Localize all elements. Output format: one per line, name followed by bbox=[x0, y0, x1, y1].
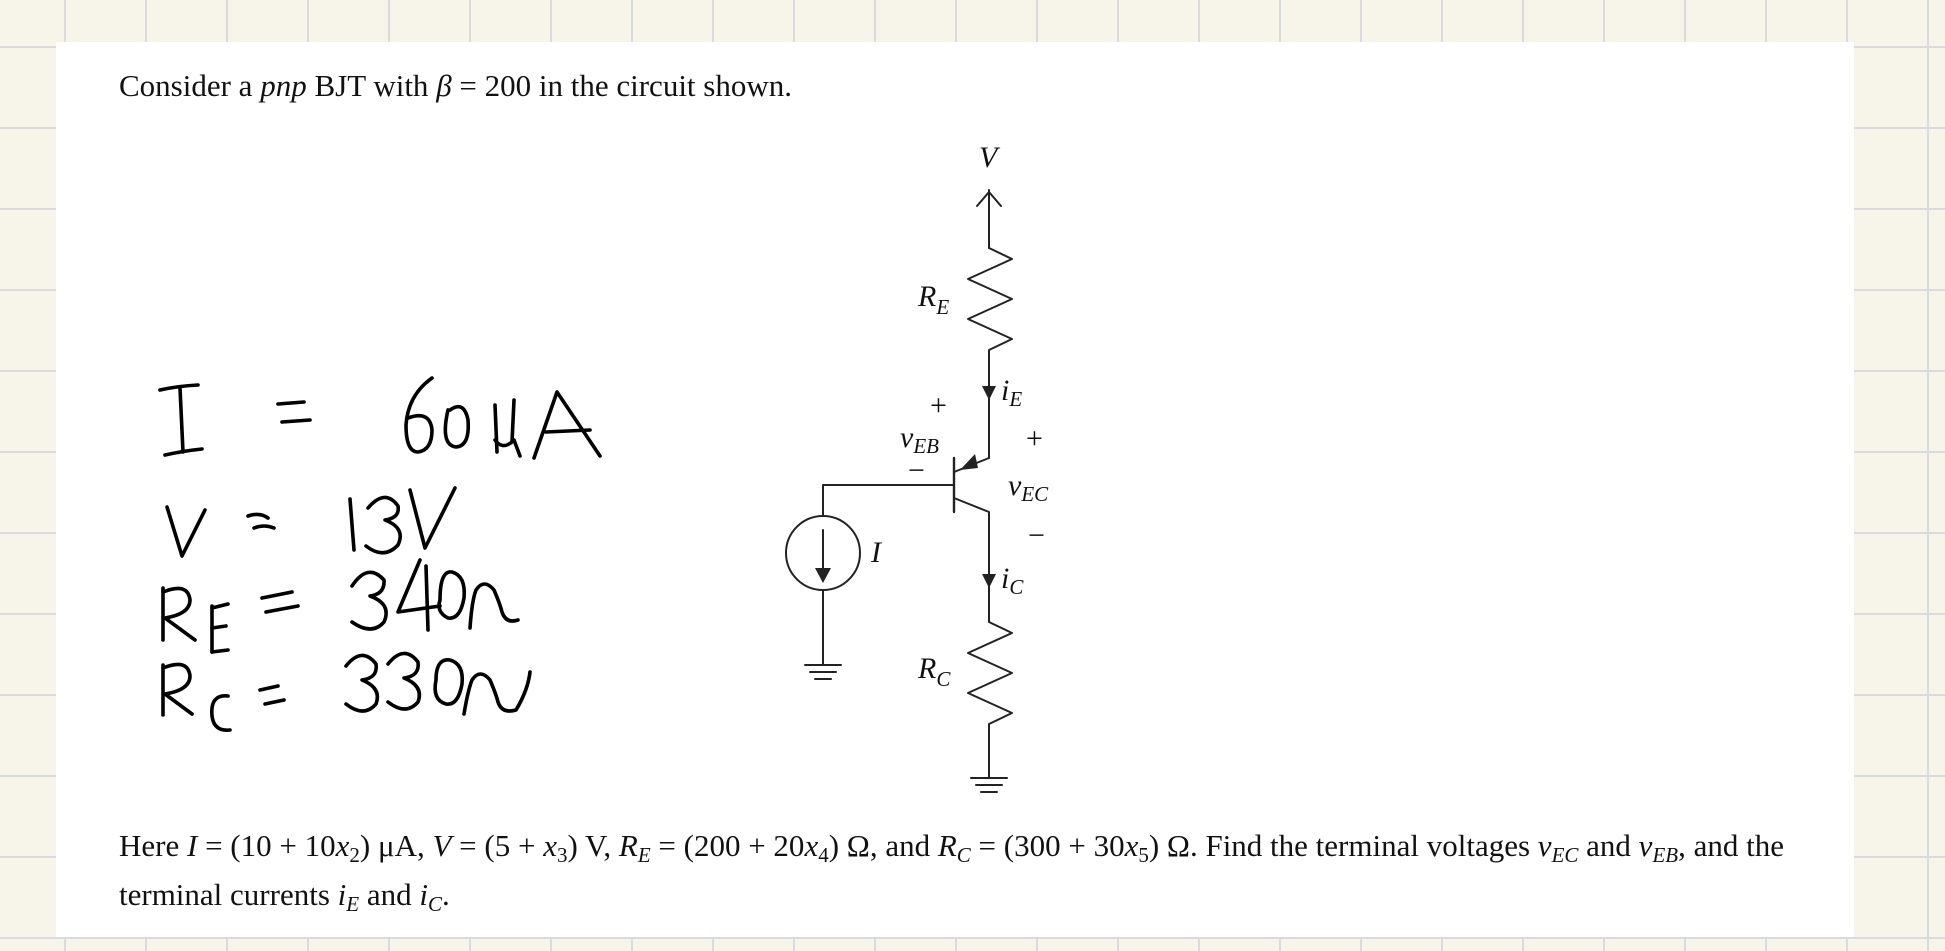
handwritten-note-rc bbox=[161, 651, 532, 733]
veb-label: vEB bbox=[900, 421, 939, 458]
var-V: V bbox=[432, 828, 452, 863]
intro-sentence: Consider a pnp BJT with β = 200 in the c… bbox=[119, 68, 792, 104]
pnp-term: pnp bbox=[260, 68, 307, 103]
ground-symbol bbox=[804, 664, 842, 680]
var-I: I bbox=[186, 828, 198, 863]
re-label: RE bbox=[917, 280, 949, 319]
vec-minus: − bbox=[1028, 519, 1045, 552]
beta-value: = 200 in the circuit shown. bbox=[451, 68, 792, 103]
handwritten-note-voltage bbox=[165, 486, 457, 558]
handwritten-note-re bbox=[161, 558, 520, 654]
source-arrow-head bbox=[815, 568, 831, 583]
beta-symbol: β bbox=[436, 68, 452, 103]
supply-arrow bbox=[976, 189, 1002, 249]
problem-statement: Here I = (10 + 10x2) μA, V = (5 + x3) V,… bbox=[119, 828, 1784, 916]
source-label: I bbox=[870, 536, 883, 569]
vec-plus: + bbox=[1026, 422, 1043, 455]
rc-label: RC bbox=[917, 652, 951, 691]
var-RE: R bbox=[618, 828, 638, 863]
vec-label: vEC bbox=[1008, 469, 1049, 506]
supply-label: V bbox=[979, 141, 1001, 174]
intro-text: Consider a bbox=[119, 68, 261, 103]
document-page: Consider a pnp BJT with β = 200 in the c… bbox=[56, 42, 1854, 937]
ie-arrow bbox=[982, 386, 996, 400]
veb-plus: + bbox=[930, 389, 947, 422]
intro-text: BJT with bbox=[306, 68, 437, 103]
collector-resistor bbox=[967, 579, 1013, 779]
pnp-transistor bbox=[952, 454, 990, 581]
ie-label: iE bbox=[1001, 374, 1022, 411]
veb-minus: − bbox=[908, 454, 925, 487]
handwritten-note-current bbox=[158, 376, 602, 460]
var-RC: R bbox=[937, 828, 957, 863]
ic-label: iC bbox=[1001, 562, 1024, 599]
ground-symbol bbox=[970, 777, 1008, 793]
emitter-resistor bbox=[967, 247, 1013, 459]
base-wire bbox=[822, 484, 955, 517]
